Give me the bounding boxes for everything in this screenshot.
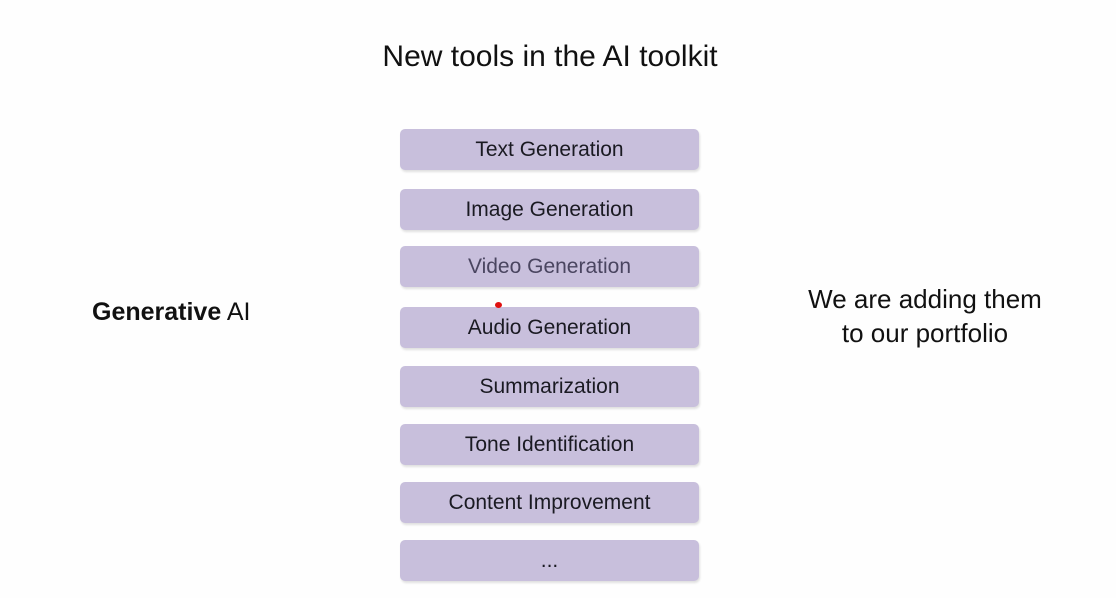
portfolio-note-line2: to our portfolio [841, 318, 1009, 348]
tool-box-text-generation: Text Generation [400, 129, 699, 170]
generative-ai-label: Generative AI [92, 298, 250, 327]
tool-box-video-generation: Video Generation [400, 246, 699, 287]
tool-box-tone-identification: Tone Identification [400, 424, 699, 465]
tool-box-image-generation: Image Generation [400, 189, 699, 230]
tool-box-content-improvement: Content Improvement [400, 482, 699, 523]
generative-label-bold: Generative [92, 298, 222, 326]
laser-pointer-dot [495, 302, 502, 308]
slide-title: New tools in the AI toolkit [382, 40, 718, 73]
tool-box-audio-generation: Audio Generation [400, 307, 699, 348]
portfolio-note: We are adding them to our portfolio [770, 282, 1080, 350]
tool-box-more: ... [400, 540, 699, 581]
portfolio-note-line1: We are adding them [808, 284, 1042, 314]
tool-box-summarization: Summarization [400, 366, 699, 407]
ai-label: AI [226, 298, 251, 326]
